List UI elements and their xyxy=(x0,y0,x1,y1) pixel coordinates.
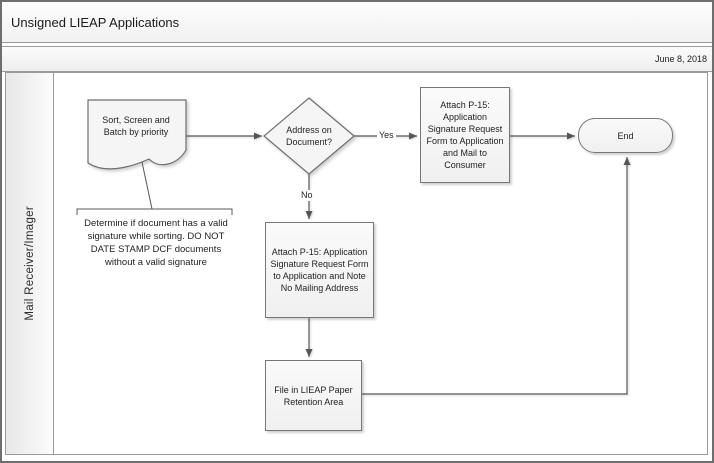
node-file-retention: File in LIEAP Paper Retention Area xyxy=(265,360,362,431)
node-decision: Address on Document? xyxy=(269,112,349,160)
annotation-text: Determine if document has a valid signat… xyxy=(84,218,228,268)
node-end: End xyxy=(578,118,673,153)
node-attach-note-label: Attach P-15: Application Signature Reque… xyxy=(270,247,369,293)
node-file-retention-label: File in LIEAP Paper Retention Area xyxy=(274,384,353,407)
annotation-callout-line xyxy=(141,161,153,210)
edge-label-yes: Yes xyxy=(377,130,396,141)
date-band: June 8, 2018 xyxy=(2,46,712,72)
annotation-bracket xyxy=(76,208,233,215)
swimlane-header: Mail Receiver/Imager xyxy=(6,73,54,454)
edge-label-no: No xyxy=(299,190,315,201)
page-title: Unsigned LIEAP Applications xyxy=(11,14,180,30)
date-label: June 8, 2018 xyxy=(654,54,707,64)
node-end-label: End xyxy=(617,130,634,141)
node-attach-note: Attach P-15: Application Signature Reque… xyxy=(265,222,374,318)
node-sort-batch: Sort, Screen and Batch by priority xyxy=(92,105,180,147)
node-decision-label: Address on Document? xyxy=(285,125,333,147)
node-attach-mail-label: Attach P-15: Application Signature Reque… xyxy=(426,100,504,170)
document-shape xyxy=(87,99,187,170)
connector-file-to-end xyxy=(362,157,631,395)
node-attach-mail: Attach P-15: Application Signature Reque… xyxy=(420,87,510,183)
node-sort-batch-label: Sort, Screen and Batch by priority xyxy=(102,115,170,137)
title-band: Unsigned LIEAP Applications xyxy=(2,2,712,43)
